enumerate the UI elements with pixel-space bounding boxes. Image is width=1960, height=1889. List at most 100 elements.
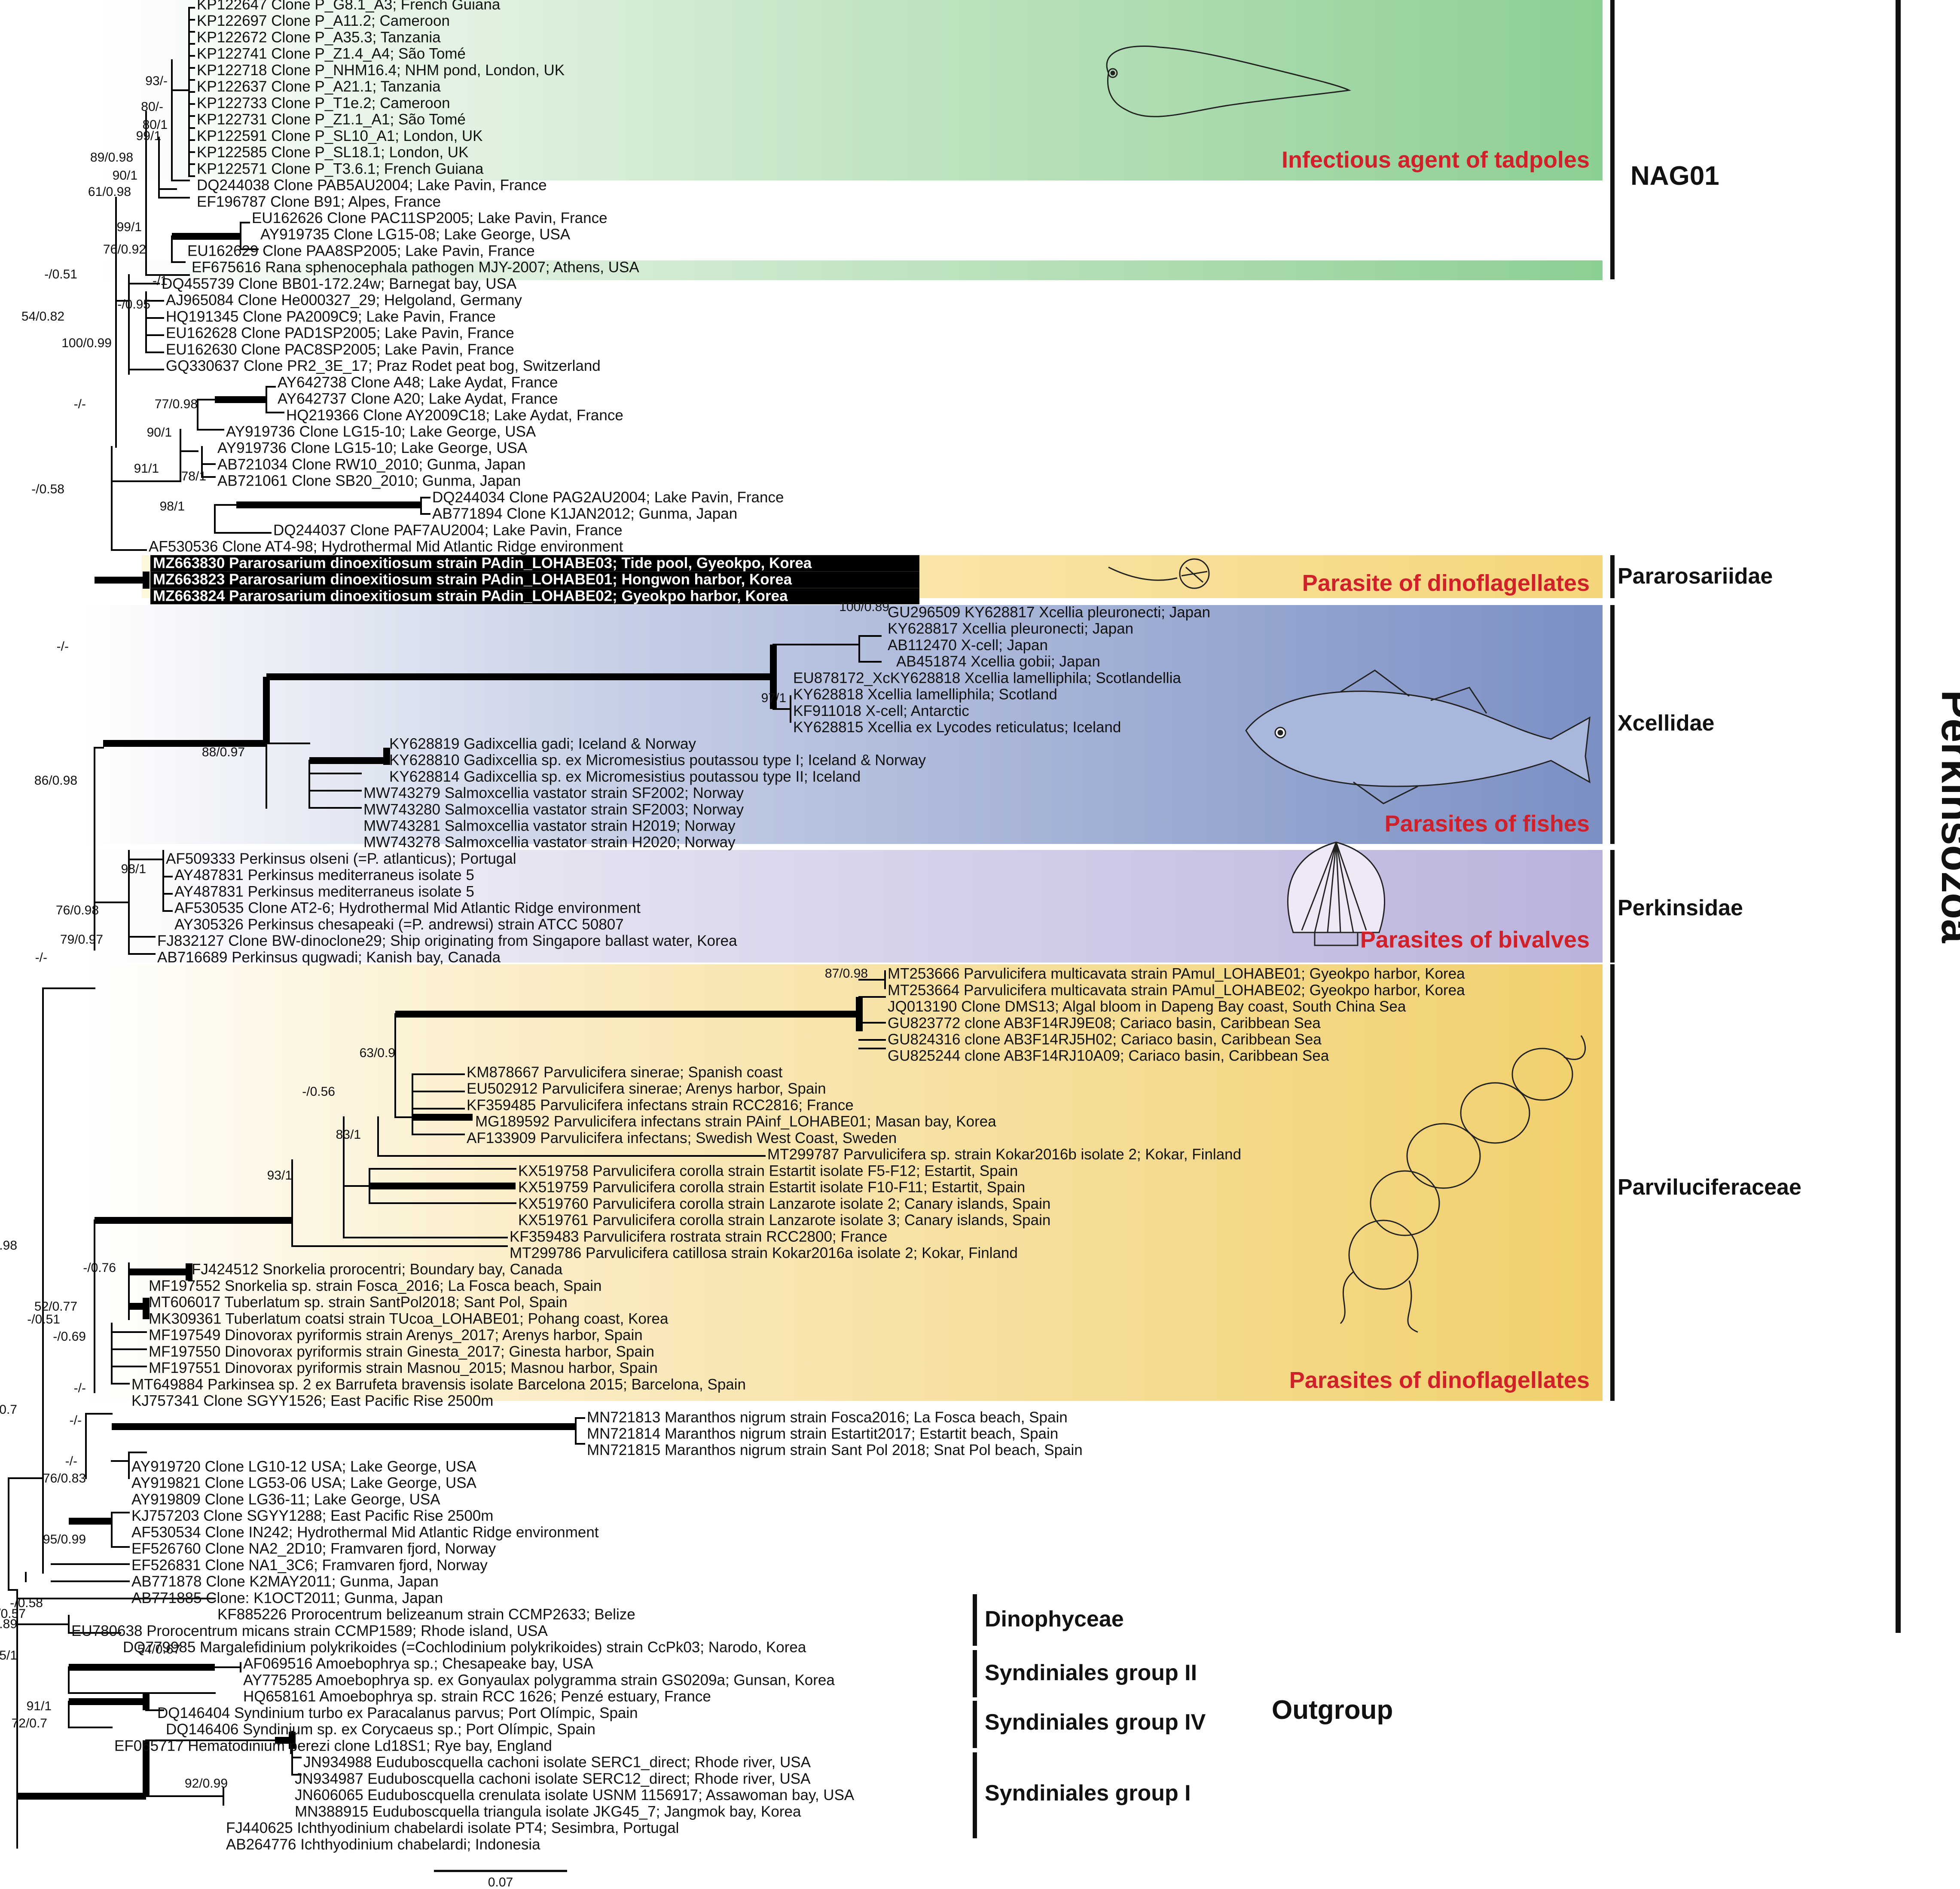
support-value: 91/1	[27, 1699, 52, 1713]
support-value: 90/1	[113, 168, 137, 183]
support-value: -/-	[74, 397, 86, 411]
taxon-label: AY642738 Clone A48; Lake Aydat, France	[278, 374, 558, 391]
support-value: 79/0.97	[60, 932, 103, 947]
highlight-bar	[150, 555, 919, 572]
support-value: -/0.51	[44, 267, 77, 281]
support-value: -/0.51	[27, 1312, 60, 1327]
taxon-label: AY919821 Clone LG53-06 USA; Lake George,…	[131, 1475, 477, 1492]
pararosariidae-note: Parasite of dinoflagellates	[1302, 570, 1590, 596]
xcellidae-label: Xcellidae	[1618, 711, 1714, 736]
taxon-label: DQ455739 Clone BB01-172.24w; Barnegat ba…	[162, 275, 517, 292]
taxon-label: MT253664 Parvulicifera multicavata strai…	[888, 982, 1465, 999]
taxon-label: AB264776 Ichthyodinium chabelardi; Indon…	[226, 1836, 540, 1853]
scale-bar-label: 0.07	[488, 1875, 513, 1889]
support-value: 91/1	[134, 462, 159, 476]
taxon-label: DQ779985 Margalefidinium polykrikoides (…	[123, 1639, 806, 1656]
support-value: 86/0.98	[34, 773, 77, 788]
taxon-label: KY628819 Gadixcellia gadi; Iceland & Nor…	[389, 735, 696, 752]
taxon-label: KX519761 Parvulicifera corolla strain La…	[518, 1212, 1050, 1229]
taxon-label: MW743278 Salmoxcellia vastator strain H2…	[363, 834, 736, 851]
taxon-label: DQ146404 Syndinium turbo ex Paracalanus …	[157, 1705, 638, 1721]
pararosariidae-label: Pararosariidae	[1618, 564, 1773, 589]
clade-brackets	[973, 0, 1901, 1838]
support-value: 76/0.92	[103, 242, 146, 257]
highlight-bar	[150, 572, 919, 588]
parvilucifera-chain-illustration	[1340, 1035, 1586, 1333]
taxon-label: AB716689 Perkinsus qugwadi; Kanish bay, …	[157, 949, 501, 966]
support-value: 65/1	[0, 1648, 17, 1663]
syndiniales-group-ii-label: Syndiniales group II	[985, 1660, 1197, 1685]
taxon-label: AB451874 Xcellia gobii; Japan	[896, 653, 1100, 670]
taxon-label: DQ244037 Clone PAF7AU2004; Lake Pavin, F…	[273, 522, 623, 538]
support-value: -/-	[74, 1381, 86, 1395]
taxon-label: EF526831 Clone NA1_3C6; Framvaren fjord,…	[131, 1557, 488, 1574]
support-value: -/-	[65, 1454, 77, 1468]
support-value: -/0.56	[302, 1085, 335, 1099]
support-value: -/1	[153, 274, 168, 288]
syndiniales-group-i-label: Syndiniales group I	[985, 1781, 1191, 1806]
taxon-label: AY919736 Clone LG15-10; Lake George, USA	[217, 440, 528, 456]
taxon-label: KJ757203 Clone SGYY1288; East Pacific Ri…	[131, 1507, 493, 1524]
taxon-label: KP122718 Clone P_NHM16.4; NHM pond, Lond…	[197, 62, 565, 79]
taxon-label: KJ757341 Clone SGYY1526; East Pacific Ri…	[131, 1393, 493, 1409]
support-value: 80/1	[143, 118, 168, 132]
support-value: 99/1	[117, 220, 142, 234]
taxon-label: KP122733 Clone P_T1e.2; Cameroon	[197, 95, 450, 111]
parviluciferaceae-background	[86, 964, 1603, 1401]
taxon-label: MT649884 Parkinsea sp. 2 ex Barrufeta br…	[131, 1376, 746, 1393]
support-value: 93/-	[145, 74, 168, 88]
taxon-label: MT299786 Parvulicifera catillosa strain …	[510, 1244, 1018, 1261]
taxon-label: AF509333 Perkinsus olseni (=P. atlanticu…	[166, 850, 516, 867]
support-value: 90/1	[147, 425, 172, 440]
taxon-label: KP122647 Clone P_G8.1_A3; French Guiana	[197, 0, 501, 13]
support-value: 97/1	[761, 691, 786, 705]
support-value: 76/0.98	[56, 903, 99, 917]
taxon-label: AF530535 Clone AT2-6; Hydrothermal Mid A…	[174, 900, 641, 917]
support-value: 54/0.67	[137, 1642, 180, 1657]
taxon-label: FJ424512 Snorkelia prorocentri; Boundary…	[192, 1261, 563, 1278]
tadpole-illustration	[1106, 46, 1351, 117]
taxon-label: AF069516 Amoebophrya sp.; Chesapeake bay…	[243, 1655, 593, 1672]
taxon-label: JN606065 Euduboscquella crenulata isolat…	[295, 1787, 855, 1803]
taxon-label: AB721034 Clone RW10_2010; Gunma, Japan	[217, 456, 525, 473]
taxon-label: KM878667 Parvulicifera sinerae; Spanish …	[467, 1064, 783, 1081]
support-value: 61/0.98	[88, 185, 131, 199]
support-value: 92/0.99	[185, 1776, 228, 1791]
taxon-label: AY919735 Clone LG15-08; Lake George, USA	[260, 226, 571, 243]
taxon-label: AB721061 Clone SB20_2010; Gunma, Japan	[217, 473, 521, 489]
support-value: 80/-	[141, 100, 163, 114]
taxon-label: MW743280 Salmoxcellia vastator strain SF…	[363, 801, 744, 818]
taxon-label: KP122571 Clone P_T3.6.1; French Guiana	[197, 160, 484, 177]
taxon-label: HQ658161 Amoebophrya sp. strain RCC 1626…	[243, 1688, 711, 1705]
taxon-label: KX519760 Parvulicifera corolla strain La…	[518, 1195, 1050, 1212]
taxon-label: KY628815 Xcellia ex Lycodes reticulatus;…	[793, 719, 1121, 736]
taxon-label: AB771878 Clone K2MAY2011; Gunma, Japan	[131, 1573, 439, 1590]
tip-labels: KP122647 Clone P_G8.1_A3; French GuianaK…	[71, 0, 1465, 1853]
taxon-label: GU825244 clone AB3F14RJ10A09; Cariaco ba…	[888, 1048, 1329, 1064]
taxon-label: KF911018 X-cell; Antarctic	[793, 703, 969, 719]
taxon-label: AY775285 Amoebophrya sp. ex Gonyaulax po…	[243, 1672, 835, 1688]
taxon-label: EU878172_XcKY628818 Xcellia lamelliphila…	[793, 669, 1181, 686]
support-value: -/-	[70, 1413, 82, 1427]
taxon-label: AF530534 Clone IN242; Hydrothermal Mid A…	[131, 1524, 599, 1541]
support-value: 83/1	[336, 1128, 361, 1142]
support-value: 89/0.98	[90, 150, 133, 165]
support-value: -/0.76	[83, 1261, 116, 1275]
taxon-label: MN721813 Maranthos nigrum strain Fosca20…	[587, 1409, 1068, 1426]
taxon-label: KX519759 Parvulicifera corolla strain Es…	[518, 1179, 1025, 1196]
taxon-label: FJ440625 Ichthyodinium chabelardi isolat…	[226, 1820, 679, 1837]
taxon-label: EF196787 Clone B91; Alpes, France	[197, 193, 441, 210]
tree-branches	[8, 7, 886, 1849]
support-value: -/0.69	[53, 1330, 86, 1344]
taxon-label: KP122697 Clone P_A11.2; Cameroon	[197, 12, 450, 29]
support-value: 76/0.83	[43, 1471, 86, 1486]
taxon-label: GU824316 clone AB3F14RJ5H02; Cariaco bas…	[888, 1031, 1322, 1048]
support-value: -/0.95	[117, 297, 150, 312]
support-value: 78/1	[181, 469, 206, 483]
taxon-label: MZ663824 Pararosarium dinoexitiosum stra…	[153, 587, 788, 604]
taxon-label: AB112470 X-cell; Japan	[888, 637, 1048, 654]
taxon-label: MF197550 Dinovorax pyriformis strain Gin…	[149, 1343, 654, 1360]
highlight-bar	[150, 588, 919, 605]
taxon-label: EU162629 Clone PAA8SP2005; Lake Pavin, F…	[187, 242, 535, 259]
taxon-label: EF065717 Hematodinium perezi clone Ld18S…	[114, 1737, 552, 1754]
